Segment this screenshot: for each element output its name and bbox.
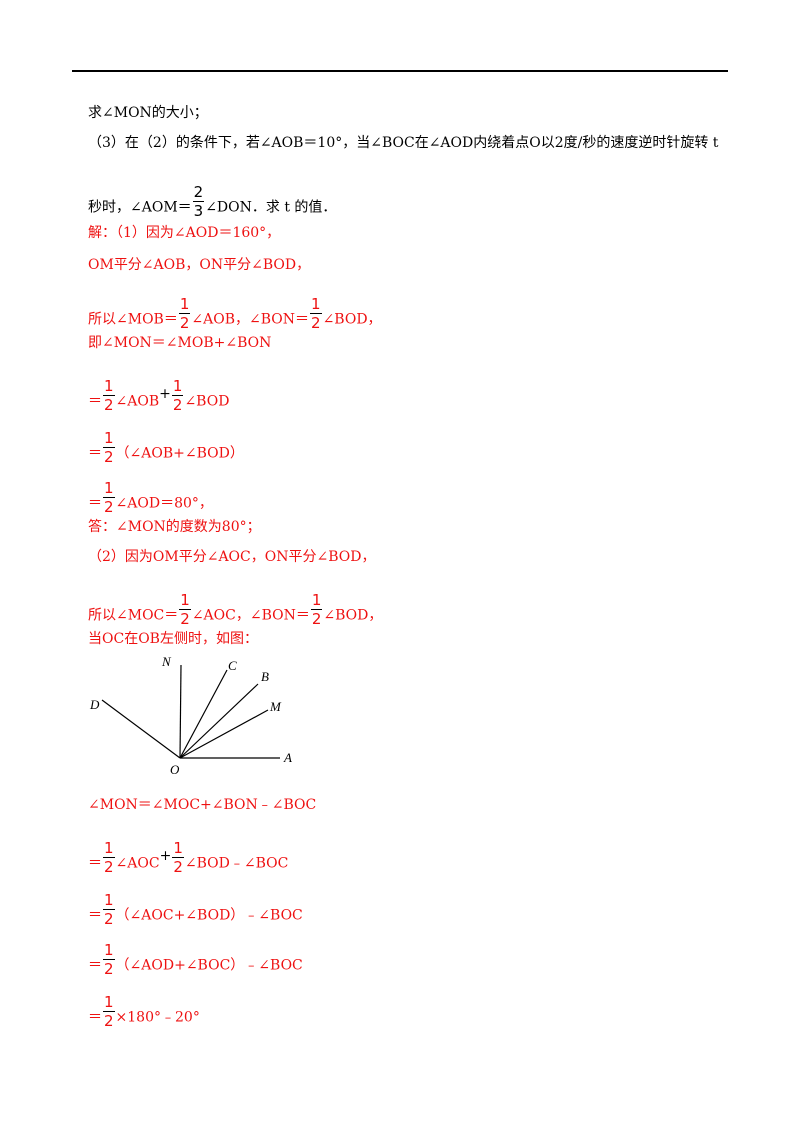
ray-OC (179, 669, 228, 759)
solution-line-9: （2）因为OM平分∠AOC，ON平分∠BOD， (88, 549, 376, 565)
solution-line-12: ∠MON＝∠MOC+∠BON﹣∠BOC (88, 797, 317, 813)
solution-line-4: 即∠MON＝∠MOB+∠BON (88, 335, 272, 351)
label-N: N (161, 654, 172, 669)
solution-line-2: OM平分∠AOB，ON平分∠BOD， (88, 257, 311, 273)
ray-OD (101, 699, 181, 759)
question-line-2: （3）在（2）的条件下，若∠AOB＝10°，当∠BOC在∠AOD内绕着点O以2度… (88, 135, 719, 151)
ray-ON (179, 664, 182, 759)
label-C: C (228, 658, 237, 673)
header-rule (72, 70, 728, 72)
angle-figure: N C B M D O A (89, 654, 292, 777)
solution-line-1: 解：（1）因为∠AOD＝160°， (88, 225, 281, 241)
label-D: D (89, 697, 100, 712)
label-A: A (283, 750, 292, 765)
solution-line-11: 当OC在OB左侧时，如图： (88, 631, 258, 647)
label-O: O (170, 762, 180, 777)
solution-line-8: 答：∠MON的度数为80°； (88, 519, 261, 535)
ray-OB (179, 683, 259, 759)
ray-OM (179, 709, 269, 759)
question-line-1: 求∠MON的大小； (88, 105, 208, 121)
label-M: M (269, 699, 282, 714)
label-B: B (261, 669, 269, 684)
